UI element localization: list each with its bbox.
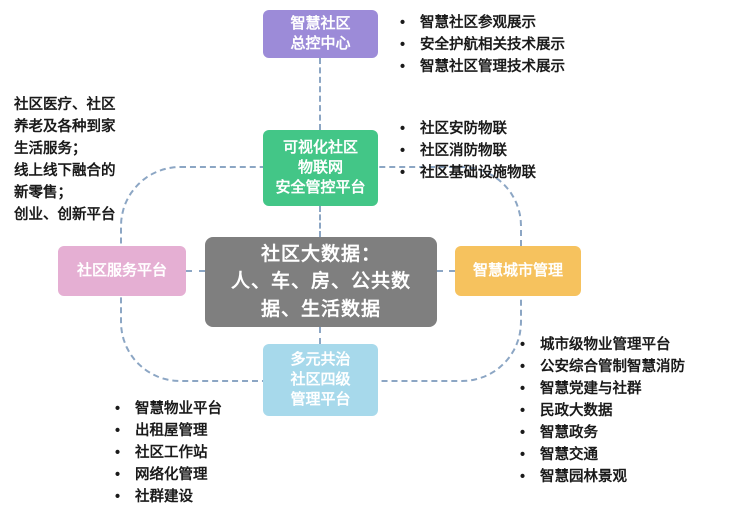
- list-item: 生活服务；: [14, 141, 87, 157]
- list-item: 智慧政务: [518, 422, 685, 444]
- list-governance-items: 智慧物业平台出租屋管理社区工作站网络化管理社群建设: [113, 398, 222, 508]
- node-governance-platform: 多元共治 社区四级 管理平台: [263, 344, 378, 416]
- list-item: 社群建设: [113, 486, 222, 508]
- list-item: 智慧社区参观展示: [398, 12, 565, 34]
- list-item: 社区消防物联: [398, 140, 536, 162]
- list-item: 养老及各种到家: [14, 119, 116, 135]
- connector-top-to-upper: [319, 58, 321, 130]
- list-control-center-items: 智慧社区参观展示安全护航相关技术展示智慧社区管理技术展示: [398, 12, 565, 78]
- list-item: 智慧交通: [518, 444, 685, 466]
- list-item: 出租屋管理: [113, 420, 222, 442]
- list-item: 线上线下融合的: [14, 163, 116, 179]
- list-item: 社区工作站: [113, 442, 222, 464]
- list-item: 安全护航相关技术展示: [398, 34, 565, 56]
- list-item: 公安综合管制智慧消防: [518, 356, 685, 378]
- list-item: 创业、创新平台: [14, 207, 116, 223]
- list-city-management-items: 城市级物业管理平台公安综合管制智慧消防智慧党建与社群民政大数据智慧政务智慧交通智…: [518, 334, 685, 488]
- node-big-data-center: 社区大数据： 人、车、房、公共数 据、生活数据: [205, 237, 437, 327]
- connector-upper-to-center: [319, 206, 321, 237]
- list-item: 新零售；: [14, 185, 72, 201]
- list-item: 智慧园林景观: [518, 466, 685, 488]
- list-item: 城市级物业管理平台: [518, 334, 685, 356]
- node-iot-platform: 可视化社区 物联网 安全管控平台: [263, 130, 378, 206]
- connector-center-to-bottom: [319, 327, 321, 344]
- list-item: 智慧物业平台: [113, 398, 222, 420]
- list-item: 民政大数据: [518, 400, 685, 422]
- list-item: 网络化管理: [113, 464, 222, 486]
- connector-center-to-right: [437, 270, 455, 272]
- list-iot-items: 社区安防物联社区消防物联社区基础设施物联: [398, 118, 536, 184]
- list-item: 社区医疗、社区: [14, 97, 116, 113]
- connector-left-to-center: [186, 270, 205, 272]
- list-service-platform-text: 社区医疗、社区养老及各种到家生活服务； 线上线下融合的新零售； 创业、创新平台: [14, 94, 174, 226]
- list-item: 社区安防物联: [398, 118, 536, 140]
- node-control-center: 智慧社区 总控中心: [263, 10, 378, 58]
- list-item: 智慧党建与社群: [518, 378, 685, 400]
- node-city-management: 智慧城市管理: [455, 246, 581, 296]
- list-item: 智慧社区管理技术展示: [398, 56, 565, 78]
- node-service-platform: 社区服务平台: [58, 246, 186, 296]
- list-item: 社区基础设施物联: [398, 162, 536, 184]
